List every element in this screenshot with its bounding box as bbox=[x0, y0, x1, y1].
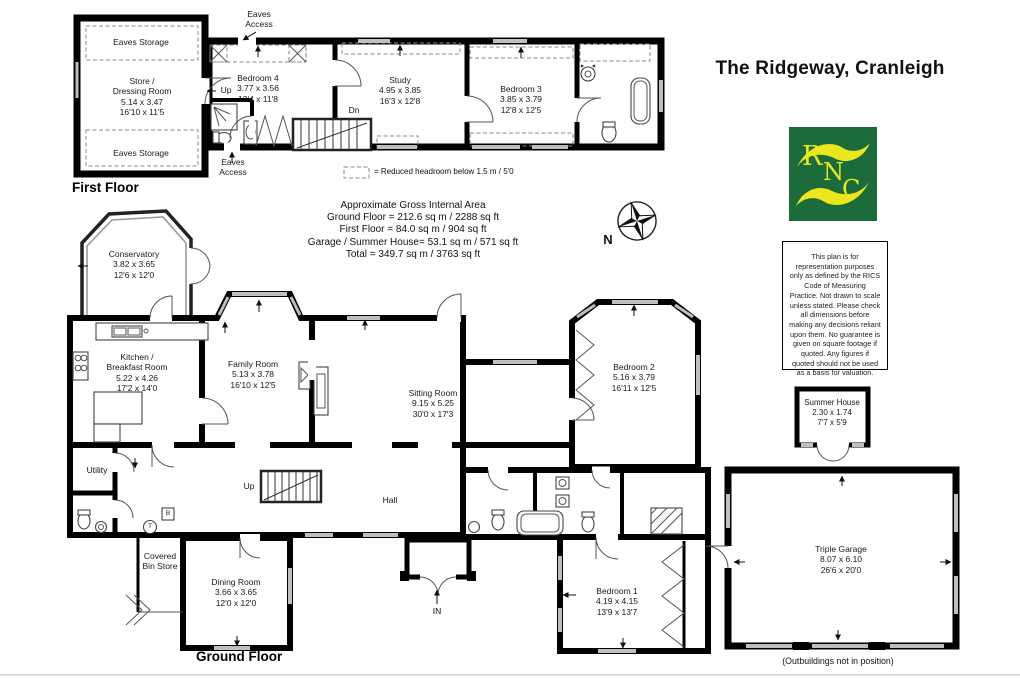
room-label-garage: Triple Garage 8.07 x 6.10 26'6 x 20'0 bbox=[815, 544, 867, 575]
room-label-dining-room: Dining Room 3.66 x 3.65 12'0 x 12'0 bbox=[211, 577, 261, 608]
logo-letter-r: R bbox=[802, 141, 823, 172]
eaves-access-bottom-label: Eaves Access bbox=[219, 157, 247, 178]
area-summary-heading: Approximate Gross Internal Area bbox=[340, 200, 486, 211]
room-label-bedroom3: Bedroom 3 3.85 x 3.79 12'8 x 12'5 bbox=[499, 84, 543, 115]
room-label-bedroom4: Bedroom 4 3.77 x 3.56 12'4 x 11'8 bbox=[236, 73, 280, 104]
room-label-family-room: Family Room 5.13 x 3.78 16'10 x 12'5 bbox=[227, 359, 279, 390]
room-label-study: Study 4.95 x 3.85 16'3 x 12'8 bbox=[378, 75, 422, 106]
rnc-logo: R N C bbox=[789, 127, 877, 221]
room-label-summer-house: Summer House 2.30 x 1.74 7'7 x 5'9 bbox=[804, 398, 860, 427]
disclaimer-text: This plan is for representation purposes… bbox=[782, 241, 888, 377]
room-label-kitchen: Kitchen / Breakfast Room 5.22 x 4.26 17'… bbox=[106, 352, 168, 394]
outbuildings-plan bbox=[705, 386, 960, 650]
first-floor-plan bbox=[73, 14, 665, 179]
room-label-sitting-room: Sitting Room 9.15 x 5.25 30'0 x 17'3 bbox=[408, 388, 458, 419]
area-line-first: First Floor = 84.0 sq m / 904 sq ft bbox=[339, 224, 487, 236]
eaves-access-top-label: Eaves Access bbox=[245, 9, 273, 30]
page-title: The Ridgeway, Cranleigh bbox=[715, 58, 945, 79]
logo-letter-c: C bbox=[842, 175, 861, 203]
compass-rose-icon bbox=[617, 201, 657, 241]
reduced-headroom-legend: = Reduced headroom below 1.5 m / 5'0 bbox=[374, 167, 514, 176]
hall-label: Hall bbox=[382, 495, 398, 505]
room-label-bedroom2: Bedroom 2 5.16 x 3.79 16'11 x 12'5 bbox=[611, 362, 657, 393]
area-line-garage: Garage / Summer House= 53.1 sq m / 571 s… bbox=[307, 236, 519, 248]
first-floor-label: First Floor bbox=[72, 180, 139, 195]
entrance-in-label: IN bbox=[432, 606, 442, 616]
boiler-marker-label: B bbox=[165, 510, 171, 517]
tank-marker-label: T bbox=[148, 523, 152, 530]
logo-letter-n: N bbox=[823, 158, 844, 186]
stairs-up-label-ff: Up bbox=[220, 85, 232, 95]
outbuildings-note: (Outbuildings not in position) bbox=[782, 656, 894, 666]
compass-north-label: N bbox=[603, 232, 613, 247]
stairs-up-label-gf: Up bbox=[243, 481, 255, 491]
room-label-conservatory: Conservatory 3.82 x 3.65 12'6 x 12'0 bbox=[108, 249, 160, 280]
eaves-storage-bottom-label: Eaves Storage bbox=[113, 148, 169, 158]
ground-floor-label: Ground Floor bbox=[196, 649, 283, 664]
ground-floor-plan bbox=[67, 209, 711, 654]
stairs-down-label: Dn bbox=[348, 105, 360, 115]
area-summary: Approximate Gross Internal Area Ground F… bbox=[308, 200, 518, 261]
room-label-bedroom1: Bedroom 1 4.19 x 4.15 13'9 x 13'7 bbox=[595, 586, 639, 617]
area-line-total: Total = 349.7 sq m / 3763 sq ft bbox=[345, 248, 481, 260]
utility-label: Utility bbox=[86, 465, 108, 475]
covered-bin-store-label: Covered Bin Store bbox=[142, 551, 178, 572]
room-label-store: Store / Dressing Room 5.14 x 3.47 16'10 … bbox=[112, 76, 172, 118]
area-line-ground: Ground Floor = 212.6 sq m / 2288 sq ft bbox=[326, 212, 500, 224]
eaves-storage-top-label: Eaves Storage bbox=[113, 37, 169, 47]
rnc-logo-graphic bbox=[789, 127, 877, 221]
